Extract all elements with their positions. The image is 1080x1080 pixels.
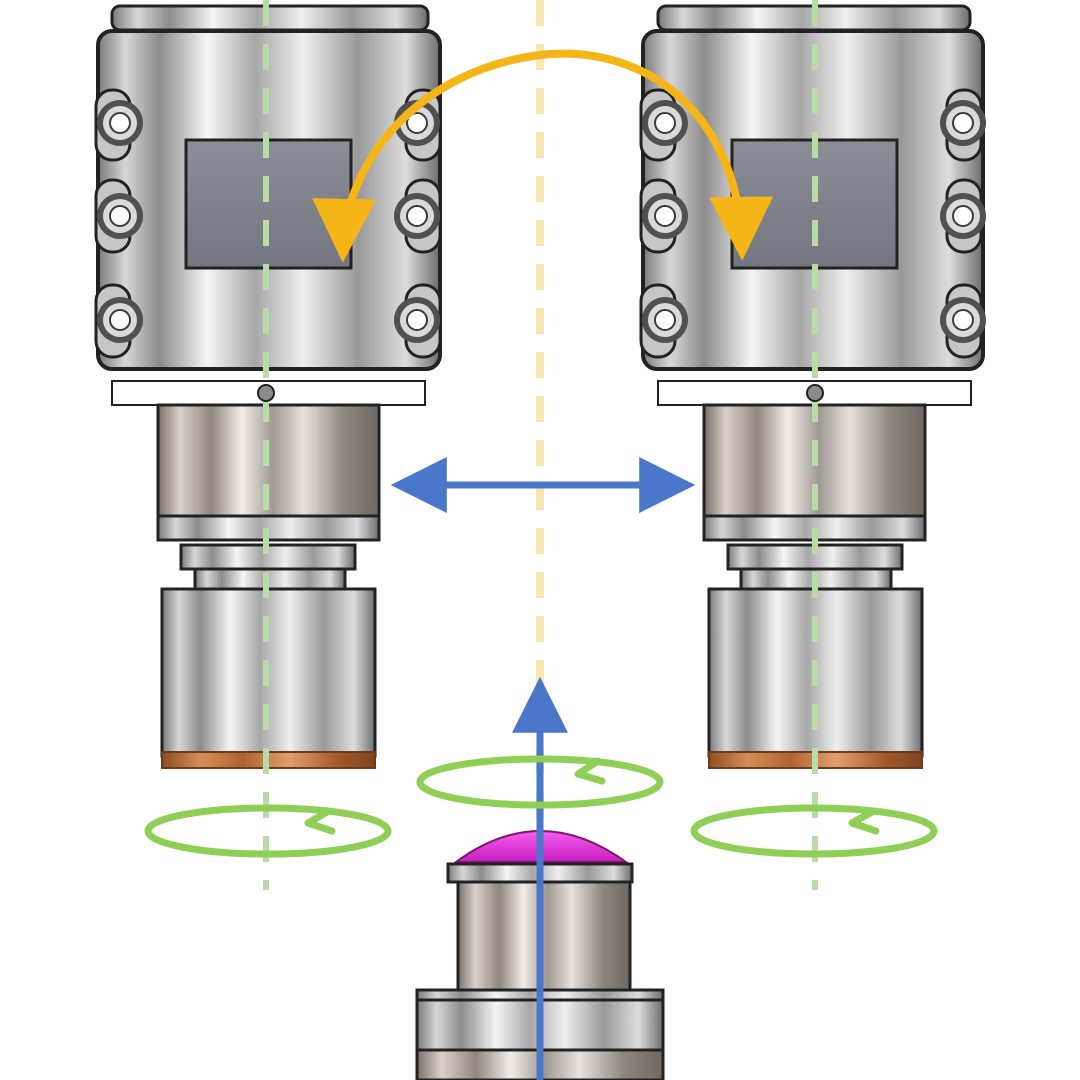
right-spin-arrow-icon [690,804,938,858]
center-spin-arrow-icon [416,755,664,809]
left-spin-arrow-icon [144,804,392,858]
swap-arrow-icon [312,49,774,263]
right-tool-module [639,0,987,890]
left-tool-module [94,0,442,890]
